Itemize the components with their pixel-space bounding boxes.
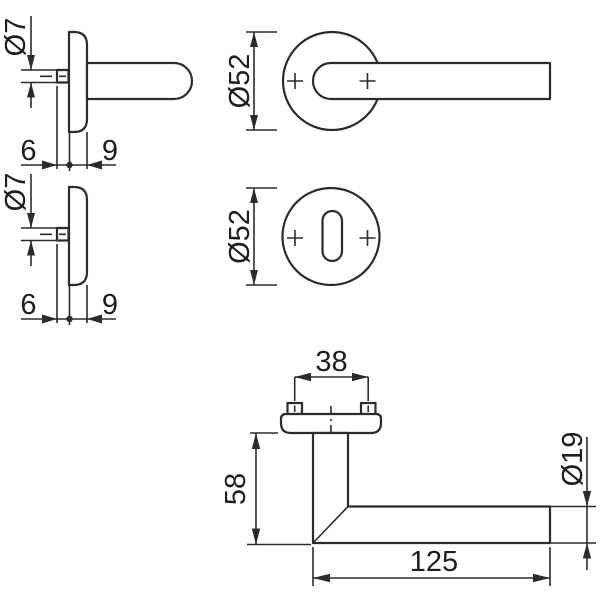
arrowhead: [251, 528, 261, 545]
lever-grip-front: [311, 61, 552, 101]
arrowhead: [27, 82, 35, 98]
lever-rosette-front-view: Ø52: [224, 30, 552, 132]
dim-label-projection: 58: [220, 473, 252, 505]
arrowhead: [294, 372, 311, 382]
rosette-profile: [67, 30, 89, 134]
dim-label-rosette-depth: 9: [102, 289, 118, 321]
dim-label-rosette-diameter: Ø52: [224, 54, 256, 109]
dimension-dot: [66, 161, 73, 169]
arrowhead: [250, 188, 258, 203]
extension-lines-spindle: [21, 69, 57, 84]
screw-tab-centerline: [293, 405, 369, 412]
dimension-dot: [66, 315, 73, 323]
extension-lines-grip-dia: [551, 505, 596, 544]
screw-cross: [287, 73, 303, 89]
dim-label-grip-diameter: Ø19: [557, 432, 589, 487]
arrowhead: [42, 314, 57, 324]
extension-lines-screw-spacing: [293, 377, 369, 401]
arrowhead: [27, 240, 35, 256]
dim-label-spindle-diameter: Ø7: [0, 173, 32, 212]
arrowhead: [42, 160, 57, 170]
arrowhead: [352, 372, 369, 382]
dim-label-back-projection: 6: [20, 135, 36, 167]
key-rosette-front-view: Ø52: [224, 186, 381, 287]
arrowhead: [27, 213, 35, 228]
extension-lines-rosette-dia: [246, 31, 277, 131]
arrowhead: [582, 491, 592, 507]
arrowhead: [87, 314, 102, 324]
arrowhead: [27, 55, 35, 70]
arrowhead: [250, 270, 258, 285]
screw-cross: [287, 230, 303, 246]
screw-cross: [359, 73, 376, 89]
rosette-profile: [67, 185, 89, 287]
arrowhead: [582, 543, 592, 559]
arrowhead: [533, 573, 550, 583]
rosette-plate: [279, 412, 383, 435]
extension-lines-spindle: [21, 227, 57, 242]
arrowhead: [250, 32, 258, 47]
lever-grip-side: [85, 61, 194, 101]
dim-label-screw-spacing: 38: [315, 346, 347, 378]
arrowhead: [87, 160, 102, 170]
arrowhead: [251, 433, 261, 449]
dim-label-grip-length: 125: [410, 546, 458, 578]
dim-label-rosette-depth: 9: [102, 135, 118, 167]
lever-top-view: 38 58 125 Ø19: [220, 346, 596, 586]
lever-handle-top-profile: [311, 431, 552, 545]
dim-label-spindle-diameter: Ø7: [0, 18, 32, 57]
bend-miter-line: [312, 505, 349, 544]
extension-lines-rosette-dia: [246, 187, 277, 286]
key-rosette-side-view: Ø7 6 9: [0, 173, 118, 325]
extension-lines-grip-length: [312, 547, 551, 586]
dim-label-back-projection: 6: [20, 289, 36, 321]
lever-rosette-side-view: Ø7 6 9: [0, 16, 194, 171]
keyhole: [321, 209, 344, 263]
extension-lines-projection: [247, 432, 311, 546]
dim-label-rosette-diameter: Ø52: [224, 209, 256, 264]
arrowhead: [250, 115, 258, 130]
arrowhead: [313, 573, 330, 583]
screw-cross: [359, 230, 376, 246]
